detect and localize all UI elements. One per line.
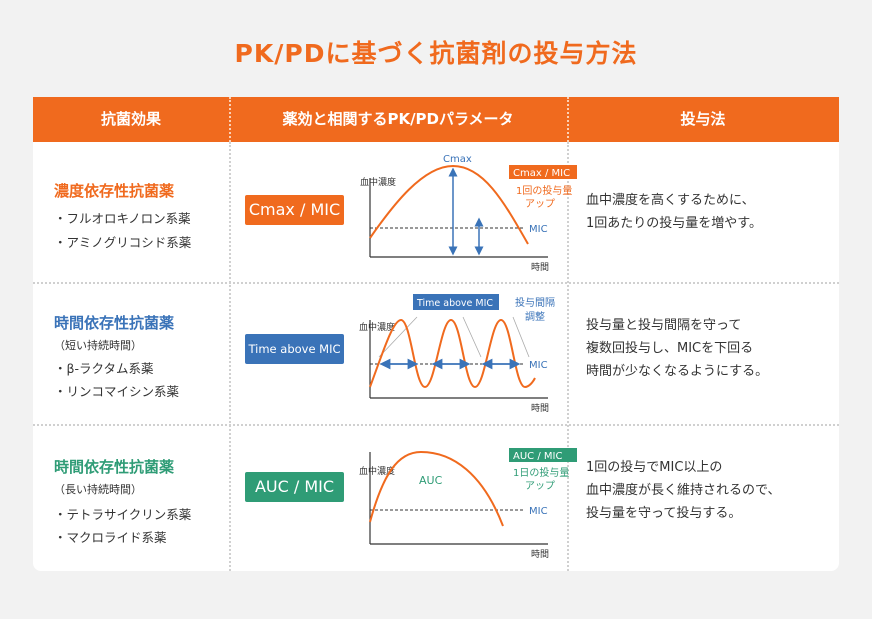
drug-class-name: 時間依存性抗菌薬 (54, 458, 175, 476)
row-concentration-dependent: 濃度依存性抗菌薬 ・フルオロキノロン系薬 ・アミノグリコシド系薬 Cmax / … (33, 142, 839, 282)
graph-note: アップ (525, 480, 555, 492)
column-divider (229, 142, 231, 571)
graph-note: 1回の投与量 (516, 184, 572, 197)
graph-note: 1日の投与量 (513, 466, 569, 479)
guide-line (462, 316, 482, 358)
drug-item: ・テトラサイクリン系薬 (54, 507, 192, 522)
header-divider (229, 97, 231, 142)
mic-label: MIC (529, 224, 548, 235)
row-time-dependent-long: 時間依存性抗菌薬 （長い持続時間） ・テトラサイクリン系薬 ・マクロライド系薬 … (33, 426, 839, 571)
auc-label: AUC (419, 474, 443, 487)
x-axis-label: 時間 (531, 549, 549, 560)
pkpd-table: 抗菌効果 薬効と相関するPK/PDパラメータ 投与法 濃度依存性抗菌薬 ・フルオ… (33, 97, 839, 571)
mic-label: MIC (529, 506, 548, 517)
guide-line (378, 316, 418, 358)
table-header: 抗菌効果 薬効と相関するPK/PDパラメータ 投与法 (33, 97, 839, 142)
method-line: 複数回投与し、MICを下回る (586, 341, 754, 356)
dosing-method-text: 血中濃度を高くするために、 1回あたりの投与量を増やす。 (586, 189, 762, 235)
y-axis-label: 血中濃度 (360, 176, 396, 188)
auc-mic-graph: 血中濃度 AUC AUC / MIC 1日の投与量 アップ MIC 時間 (359, 448, 577, 560)
drug-class-subtitle: （長い持続時間） (54, 483, 142, 496)
cmax-label: Cmax (443, 154, 472, 165)
y-axis-label: 血中濃度 (359, 321, 395, 333)
graph-tag (509, 165, 577, 179)
graph-tag-label: Time above MIC (416, 298, 493, 309)
parameter-badge: Cmax / MIC (245, 195, 344, 225)
drug-item: ・リンコマイシン系薬 (54, 384, 180, 399)
method-line: 血中濃度を高くするために、 (586, 193, 755, 208)
drug-item: ・アミノグリコシド系薬 (54, 235, 192, 250)
parameter-badge: AUC / MIC (245, 472, 344, 502)
graph-tag (413, 294, 499, 310)
graph-note: アップ (525, 198, 555, 210)
guide-line (512, 316, 530, 358)
x-axis-label: 時間 (531, 403, 549, 414)
drug-item: ・マクロライド系薬 (54, 530, 167, 545)
header-antibacterial-effect: 抗菌効果 (100, 110, 161, 128)
graph-tag-label: Cmax / MIC (513, 168, 570, 179)
method-line: 投与量を守って投与する。 (586, 506, 742, 521)
drug-item: ・β-ラクタム系薬 (54, 361, 154, 376)
method-line: 1回の投与でMIC以上の (586, 460, 723, 475)
header-dosing-method: 投与法 (680, 110, 726, 128)
cmax-mic-graph: 血中濃度 Cmax Cmax / MIC 1回の投与量 アップ MIC 時間 (360, 154, 577, 273)
graph-tag (509, 448, 577, 462)
method-line: 1回あたりの投与量を増やす。 (586, 216, 762, 231)
drug-class-subtitle: （短い持続時間） (54, 339, 142, 352)
method-line: 時間が少なくなるようにする。 (586, 364, 769, 379)
parameter-badge: Time above MIC (245, 334, 344, 364)
drug-class-name: 濃度依存性抗菌薬 (54, 182, 175, 200)
column-divider (567, 142, 569, 571)
dosing-method-text: 投与量と投与間隔を守って 複数回投与し、MICを下回る 時間が少なくなるようにす… (586, 314, 768, 383)
graph-tag-label: AUC / MIC (513, 451, 562, 462)
row-time-dependent-short: 時間依存性抗菌薬 （短い持続時間） ・β-ラクタム系薬 ・リンコマイシン系薬 T… (33, 284, 839, 424)
y-axis-label: 血中濃度 (359, 465, 395, 477)
row-divider (33, 282, 839, 284)
concentration-curve (369, 450, 504, 527)
page-title: PK/PDに基づく抗菌剤の投与方法 (234, 39, 638, 68)
method-line: 投与量と投与間隔を守って (586, 318, 742, 333)
time-above-mic-graph: 血中濃度 Time above MIC 投与間隔 調整 MIC 時間 (359, 294, 555, 414)
mic-label: MIC (529, 360, 548, 371)
concentration-curve (369, 164, 529, 245)
x-axis-label: 時間 (531, 262, 549, 273)
header-divider (567, 97, 569, 142)
drug-class-name: 時間依存性抗菌薬 (54, 314, 175, 332)
header-pkpd-parameter: 薬効と相関するPK/PDパラメータ (282, 110, 514, 128)
drug-item: ・フルオロキノロン系薬 (54, 211, 191, 226)
graph-note: 投与間隔 (515, 296, 555, 309)
dosing-method-text: 1回の投与でMIC以上の 血中濃度が長く維持されるので、 投与量を守って投与する… (586, 456, 780, 525)
graph-note: 調整 (525, 310, 545, 323)
concentration-curve (369, 318, 536, 389)
method-line: 血中濃度が長く維持されるので、 (586, 483, 781, 498)
row-divider (33, 424, 839, 426)
